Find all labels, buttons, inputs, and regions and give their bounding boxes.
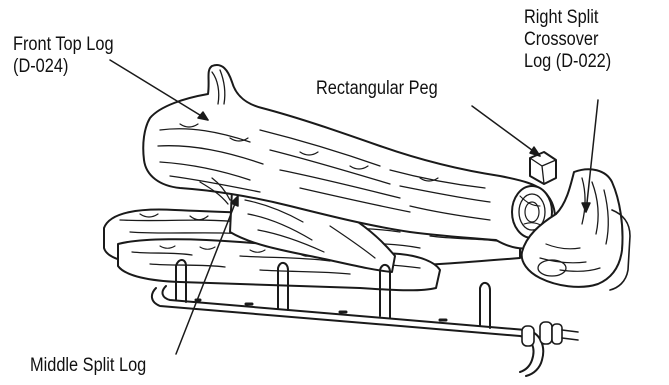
right-split-label-line1: Right Split (524, 7, 611, 29)
rectangular-peg-label: Rectangular Peg (316, 78, 438, 100)
leader-rectangular-peg (472, 106, 540, 156)
right-split-label-line2: Crossover (524, 29, 611, 51)
front-top-log-label-line2: (D-024) (13, 56, 114, 78)
front-top-log-label: Front Top Log (D-024) (13, 34, 114, 78)
right-split-crossover-log-label: Right Split Crossover Log (D-022) (524, 7, 611, 73)
rectangular-peg (530, 152, 556, 184)
burner-valves (522, 322, 578, 346)
front-top-log-label-line1: Front Top Log (13, 34, 114, 56)
middle-split-log-label: Middle Split Log (30, 355, 146, 377)
arrow-rectangular-peg (530, 147, 540, 156)
right-split-label-line3: Log (D-022) (524, 51, 611, 73)
